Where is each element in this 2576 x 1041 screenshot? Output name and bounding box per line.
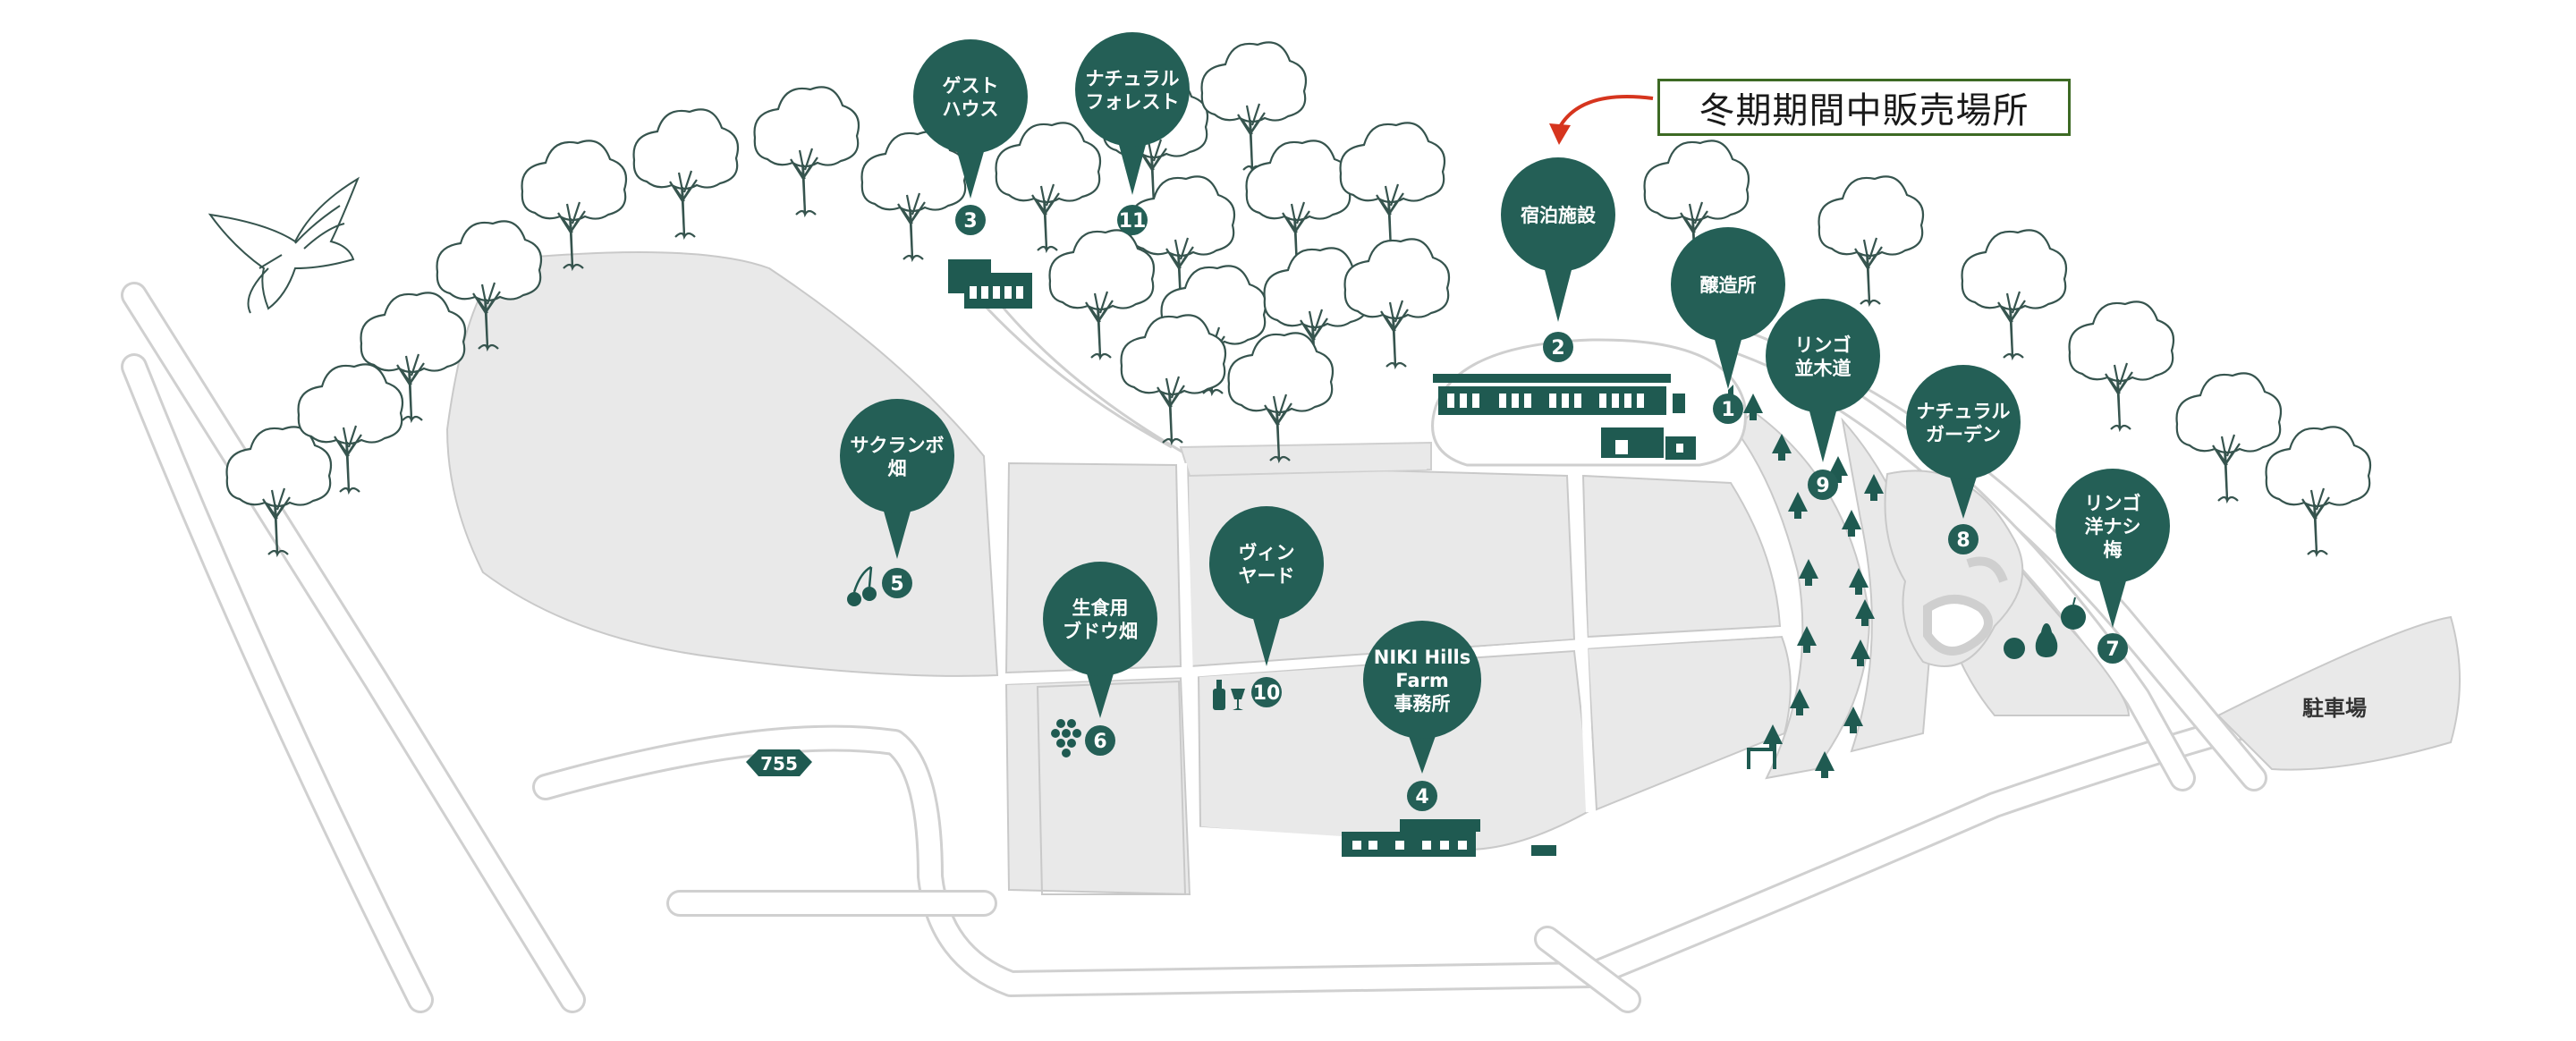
pin-balloon xyxy=(2055,469,2170,583)
pin-label-line: 梅 xyxy=(2104,539,2123,561)
pin-number-badge xyxy=(1117,205,1148,235)
pin-number: 9 xyxy=(1816,475,1829,497)
pin-label-line: リンゴ xyxy=(2085,493,2141,514)
pin-number: 6 xyxy=(1093,731,1106,753)
notice-arrow-head xyxy=(1549,123,1571,145)
office-building-icon xyxy=(1342,819,1556,857)
pin-label-line: サクランボ xyxy=(851,435,945,456)
pin-label-line: NIKI Hills xyxy=(1374,647,1470,668)
pin-number: 8 xyxy=(1956,529,1970,552)
pin-label-line: Farm xyxy=(1395,670,1449,691)
pin-balloon xyxy=(1043,562,1157,676)
pin-number: 1 xyxy=(1721,399,1734,421)
pin-1[interactable]: 醸造所 1 xyxy=(1671,227,1785,424)
pin-2[interactable]: 宿泊施設 2 xyxy=(1501,157,1615,362)
pin-number: 4 xyxy=(1415,786,1428,808)
grape-icon xyxy=(1051,719,1081,757)
pin-balloon xyxy=(1766,299,1880,413)
pin-label-line: ブドウ畑 xyxy=(1063,621,1138,642)
pin-label-line: ナチュラル xyxy=(1086,68,1180,89)
pin-number: 3 xyxy=(963,210,977,233)
pin-balloon xyxy=(840,399,954,513)
pin-pointer xyxy=(1252,615,1281,666)
pin-label-line: ゲスト xyxy=(943,75,999,97)
winter-sales-notice: 冬期期間中販売場所 xyxy=(1657,79,2071,136)
pin-number-badge xyxy=(1808,470,1838,500)
pin-pointer xyxy=(2098,578,2127,628)
apple-pear-icon xyxy=(2004,597,2086,659)
pin-pointer xyxy=(1714,336,1742,389)
pin-balloon xyxy=(1209,506,1324,621)
route-sign-label: 755 xyxy=(760,753,798,774)
pin-label-line: 事務所 xyxy=(1394,693,1451,715)
pin-number-badge xyxy=(1251,677,1282,707)
pin-pointer xyxy=(1086,671,1114,718)
pin-label-line: ハウス xyxy=(943,98,999,120)
pin-label-line: 宿泊施設 xyxy=(1521,205,1597,226)
pin-label-line: フォレスト xyxy=(1086,91,1180,113)
pin-balloon xyxy=(1363,621,1481,739)
pin-label-line: ガーデン xyxy=(1926,424,2001,445)
pin-pointer xyxy=(1118,141,1147,195)
pin-number-badge xyxy=(1085,725,1115,756)
pin-label-line: 並木道 xyxy=(1795,358,1852,379)
pin-balloon xyxy=(1906,365,2021,479)
pin-number: 11 xyxy=(1119,210,1147,233)
pin-balloon xyxy=(1671,227,1785,342)
guesthouse-building-icon xyxy=(948,259,1032,309)
pin-label-line: ヴィン xyxy=(1239,542,1295,563)
pin-balloon xyxy=(913,39,1028,154)
pin-label-line: 醸造所 xyxy=(1700,275,1757,296)
pin-pointer xyxy=(1949,474,1978,519)
pin-balloon xyxy=(1075,32,1190,147)
garden-path-icon xyxy=(1923,556,2008,656)
pin-label-line: 畑 xyxy=(888,458,907,479)
route-sign: 755 xyxy=(746,749,812,776)
winery-lodging-buildings xyxy=(1433,374,1733,460)
notice-arrow xyxy=(1559,95,1654,127)
pin-number: 10 xyxy=(1253,682,1281,705)
pin-number-badge xyxy=(1543,332,1573,362)
pin-number-badge xyxy=(1407,781,1437,811)
wine-bottle-glass-icon xyxy=(1213,680,1245,710)
pin-number-badge xyxy=(955,205,986,235)
pin-number: 2 xyxy=(1551,337,1564,360)
pin-number-badge xyxy=(2097,633,2128,664)
pin-number-badge xyxy=(1713,394,1743,424)
pin-pointer xyxy=(956,148,985,199)
cherry-icon xyxy=(847,565,877,606)
pin-label-line: ナチュラル xyxy=(1917,401,2011,422)
pin-label-line: ヤード xyxy=(1239,565,1295,587)
pin-pointer xyxy=(1544,267,1572,322)
pin-pointer xyxy=(1408,733,1436,774)
pin-label-line: 洋ナシ xyxy=(2085,516,2141,537)
pin-balloon xyxy=(1501,157,1615,272)
bird-illustration xyxy=(208,176,360,314)
pin-label-line: リンゴ xyxy=(1795,334,1852,356)
parking-label: 駐車場 xyxy=(2302,696,2367,721)
pin-number: 7 xyxy=(2106,639,2119,661)
pin-label-line: 生食用 xyxy=(1072,597,1129,619)
pin-number: 5 xyxy=(890,573,903,596)
pin-pointer xyxy=(883,508,911,559)
pin-number-badge xyxy=(882,568,912,598)
pin-pointer xyxy=(1809,408,1837,462)
pin-number-badge xyxy=(1948,524,1979,554)
gate-icon xyxy=(1747,748,1776,769)
